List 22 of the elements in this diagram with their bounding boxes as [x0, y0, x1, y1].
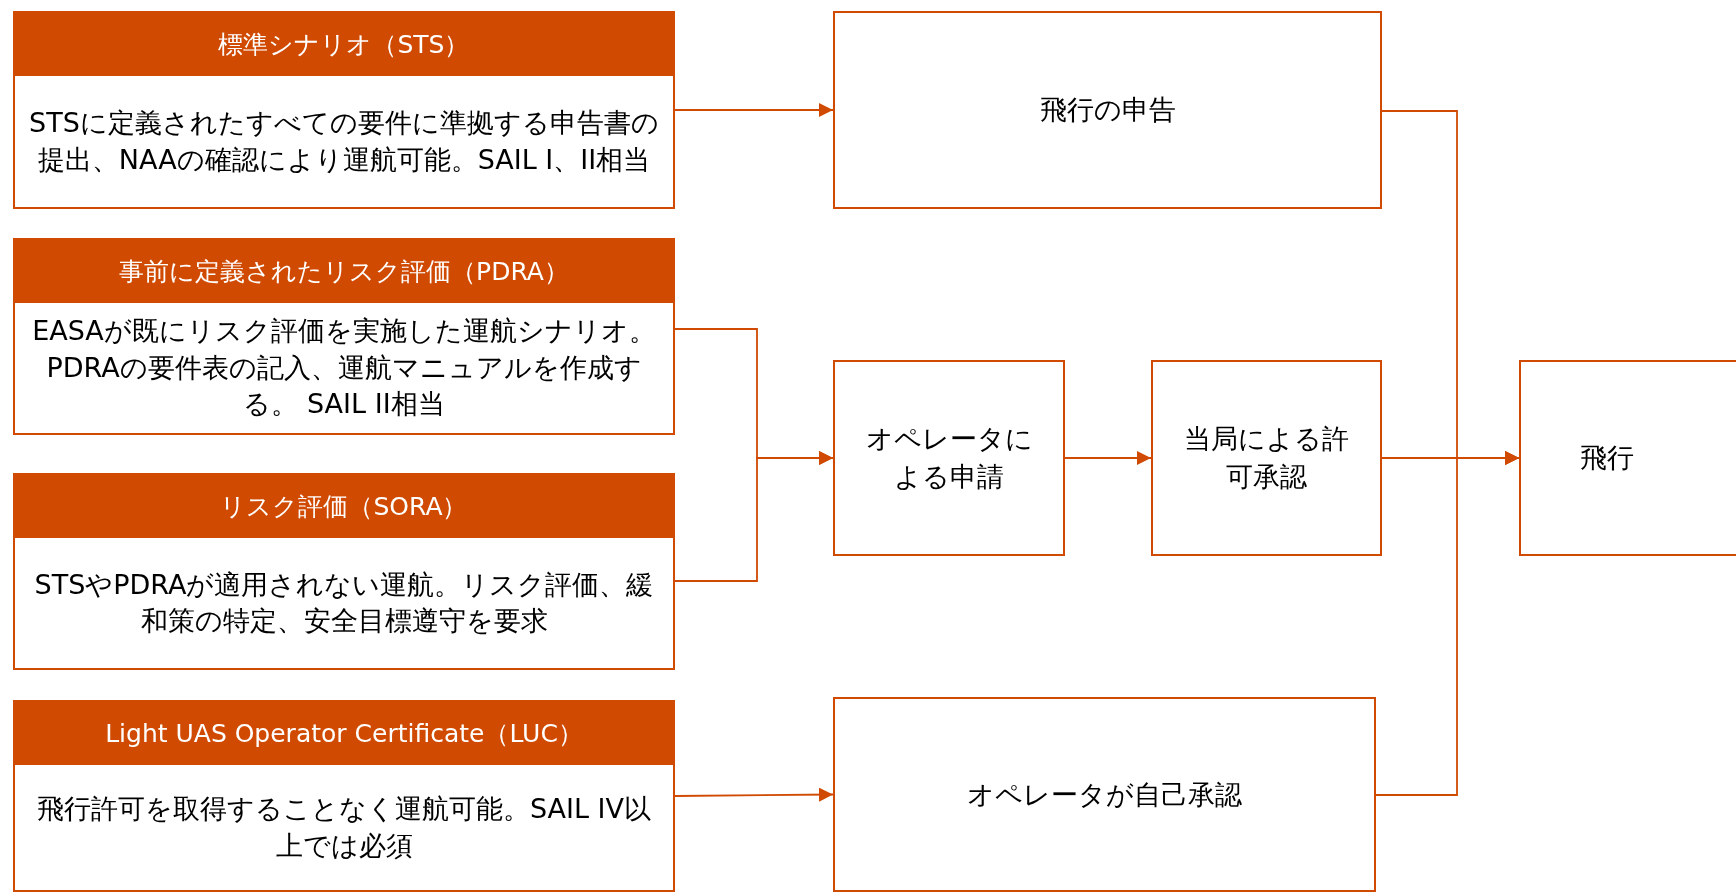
- card-text: STSやPDRAが適用されない運航。リスク評価、緩和策の特定、安全目標遵守を要求: [33, 567, 655, 638]
- card-text: 飛行許可を取得することなく運航可能。SAIL IV以上では必須: [35, 792, 653, 863]
- scenario-card: [13, 700, 675, 892]
- process-box: オペレータが自己承認: [833, 697, 1376, 892]
- card-header: リスク評価（SORA）: [15, 475, 673, 538]
- scenario-card: [13, 238, 675, 435]
- card-text: EASAが既にリスク評価を実施した運航シナリオ。PDRAの要件表の記入、運航マニュアルを作成する。 SAIL II相当: [31, 314, 657, 422]
- card-header: 標準シナリオ（STS）: [15, 13, 673, 76]
- process-box: 飛行の申告: [833, 11, 1382, 209]
- scenario-card: [13, 11, 675, 209]
- arrow: [1375, 451, 1520, 796]
- scenario-card: [13, 473, 675, 670]
- arrow: [674, 103, 834, 117]
- process-box: 当局による許可承認: [1151, 360, 1382, 556]
- arrow: [674, 451, 834, 582]
- card-text: STSに定義されたすべての要件に準拠する申告書の提出、NAAの確認により運航可能。SAIL I、II相当: [29, 106, 659, 177]
- card-header: 事前に定義されたリスク評価（PDRA）: [15, 240, 673, 303]
- arrow: [674, 787, 834, 802]
- process-box: 飛行: [1519, 360, 1736, 556]
- arrow: [1064, 451, 1152, 465]
- process-box: オペレータによる申請: [833, 360, 1065, 556]
- card-header: Light UAS Operator Certificate（LUC）: [15, 702, 673, 765]
